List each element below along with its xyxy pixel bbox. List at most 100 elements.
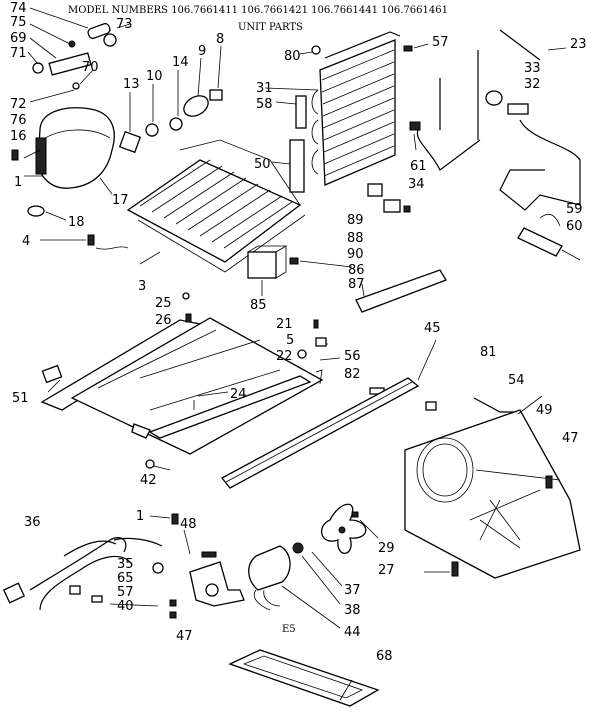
callout-71: 71 [10,46,27,61]
part-33-32-drier [485,90,529,115]
part-9-fan-motor [183,57,209,117]
callout-21: 21 [276,317,293,332]
callout-57-lower: 57 [117,585,134,600]
callout-23: 23 [570,37,587,52]
callout-44: 44 [344,625,361,640]
part-3-evaporator [126,139,306,273]
part-4-screw [40,234,129,250]
part-54-tube [473,397,518,413]
callout-17: 17 [112,193,129,208]
part-61-34-tube [409,78,481,171]
part-44-fan-motor [248,545,291,611]
part-68-drain-pan [228,649,380,707]
part-80-grommet [299,45,321,55]
part-18-grommet [27,205,67,221]
callout-70: 70 [82,60,99,75]
callout-75: 75 [10,15,27,30]
part-59-60-filter [517,213,581,261]
callout-90: 90 [347,247,364,262]
part-36-power-cord [2,537,163,611]
part-17-compressor [23,107,115,195]
callout-65: 65 [117,571,134,586]
callout-35: 35 [117,557,134,572]
model-numbers-header: MODEL NUMBERS 106.7661411 106.7661421 10… [68,5,448,16]
part-73-clip [103,23,131,47]
part-48-motor-bracket [189,551,245,607]
callout-37: 37 [344,583,361,598]
part-8-bracket [209,45,223,101]
callout-33: 33 [524,61,541,76]
callout-85: 85 [250,298,267,313]
part-24-base-frame [40,317,324,455]
part-42-foot [131,423,171,471]
callout-labels: 74 73 75 69 71 70 72 76 16 1 13 10 14 9 … [10,1,587,664]
part-38-washer [292,542,304,554]
callout-68: 68 [376,649,393,664]
part-51-bracket [41,364,63,384]
callout-74: 74 [10,1,27,16]
callout-16: 16 [10,129,27,144]
callout-3: 3 [138,279,146,294]
part-49-fan-shroud [404,395,581,579]
callout-58: 58 [256,97,273,112]
part-13-gasket [118,92,142,154]
part-16-1-screws [11,149,19,161]
callout-87: 87 [348,277,365,292]
callout-32: 32 [524,77,541,92]
part-89-88-90-relay [367,183,411,213]
callout-18: 18 [68,215,85,230]
part-57-screw-top [403,43,429,52]
callout-51: 51 [12,391,29,406]
callout-22: 22 [276,349,293,364]
callout-40: 40 [117,599,134,614]
callout-80: 80 [284,49,301,64]
part-27-screw [424,561,459,577]
callout-48: 48 [180,517,197,532]
callout-24: 24 [230,387,247,402]
callout-47-lower: 47 [176,629,193,644]
callout-60: 60 [566,219,583,234]
callout-47-top: 47 [562,431,579,446]
section-code: E5 [282,624,296,635]
part-25-26-screw [182,292,192,323]
leader-lines [47,343,379,701]
part-37-fan-blade [320,503,367,554]
callout-82: 82 [344,367,361,382]
callout-34: 34 [408,177,425,192]
callout-49: 49 [536,403,553,418]
callout-1-lower: 1 [136,509,144,524]
part-75-69-71-bracket [27,23,92,76]
part-31-condenser [264,31,401,186]
callout-1: 1 [14,175,22,190]
part-21-5-22-fasteners [297,319,327,359]
callout-88: 88 [347,231,364,246]
part-50-panel [271,139,305,193]
part-70-72-screws [29,69,94,103]
callout-4: 4 [22,234,30,249]
callout-8: 8 [216,32,224,47]
callout-10: 10 [146,69,163,84]
callout-13: 13 [123,77,140,92]
callout-86: 86 [348,263,365,278]
part-23-capillary-tube [477,29,581,211]
callout-50: 50 [254,157,271,172]
callout-14: 14 [172,55,189,70]
callout-29: 29 [378,541,395,556]
callout-45: 45 [424,321,441,336]
callout-59: 59 [566,202,583,217]
callout-81: 81 [480,345,497,360]
callout-38: 38 [344,603,361,618]
callout-54: 54 [508,373,525,388]
callout-69: 69 [10,31,27,46]
callout-57-top: 57 [432,35,449,50]
callout-5: 5 [286,333,294,348]
callout-72: 72 [10,97,27,112]
callout-56: 56 [344,349,361,364]
callout-61: 61 [410,159,427,174]
part-85-control-box [247,245,288,296]
callout-89: 89 [347,213,364,228]
callout-31: 31 [256,81,273,96]
callout-76: 76 [10,113,27,128]
unit-parts-subtitle: UNIT PARTS [238,22,303,33]
part-10-cap [145,84,159,137]
